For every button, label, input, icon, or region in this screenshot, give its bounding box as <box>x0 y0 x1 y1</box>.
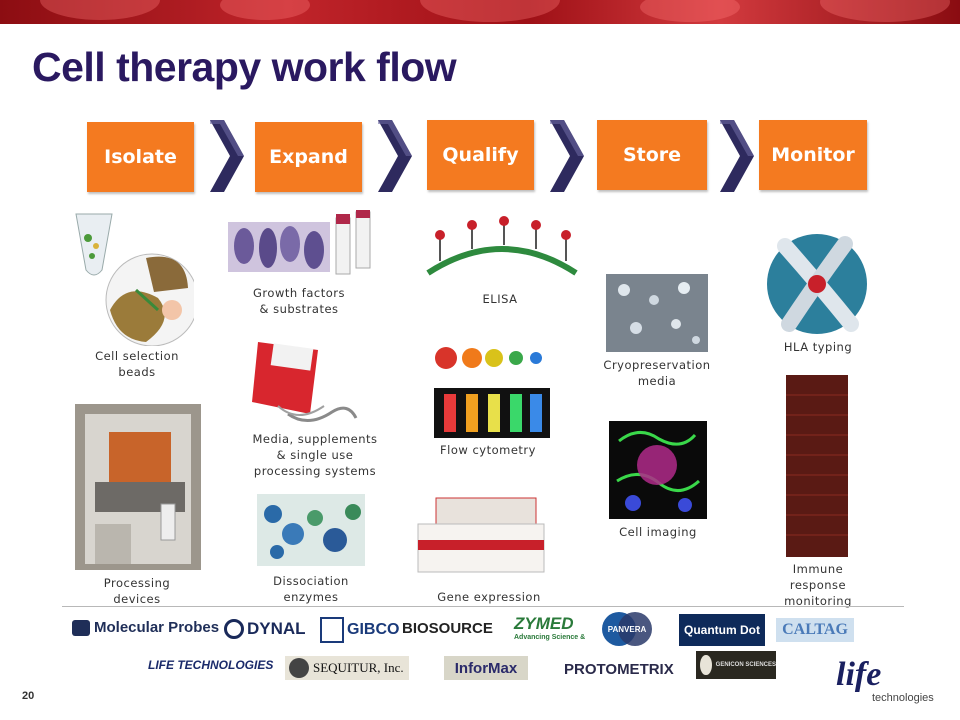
step-isolate-label: Isolate <box>104 146 177 168</box>
processing-devices-caption: Processing devices <box>103 576 171 606</box>
gene-expression-kit-image <box>408 484 552 588</box>
cell-selection-beads-caption: Cell selection beads <box>95 349 179 379</box>
genicon-logo: GENICON SCIENCES <box>696 651 776 679</box>
chevron-arrow-icon <box>210 120 244 192</box>
protometrix-logo: PROTOMETRIX <box>564 661 674 678</box>
step-expand: Expand <box>255 122 362 192</box>
step-isolate: Isolate <box>87 122 194 192</box>
genicon-mark-icon <box>700 655 712 675</box>
gibco-mark-icon <box>320 617 344 643</box>
chevron-arrow-icon <box>378 120 412 192</box>
page-number: 20 <box>22 690 35 702</box>
zymed-logo: ZYMED Advancing Science & <box>514 614 585 641</box>
flow-cytometry-image <box>434 347 550 438</box>
protometrix-logo-text: PROTOMETRIX <box>564 661 674 678</box>
sequitur-mark-icon <box>289 658 309 678</box>
gibco-logo-text: GIBCO <box>347 621 400 638</box>
step-monitor: Monitor <box>759 120 867 190</box>
life-technologies-old-logo-text: LIFE TECHNOLOGIES <box>148 658 274 672</box>
informax-logo-text: InforMax <box>454 659 518 677</box>
life-brand-wordmark: life <box>836 656 882 693</box>
gibco-logo: GIBCO <box>320 617 399 643</box>
reagent-vials-image <box>335 210 371 275</box>
hla-chromosome-image <box>767 234 867 334</box>
chevron-arrow-icon <box>720 120 754 192</box>
growth-factors-caption: Growth factors & substrates <box>253 286 345 316</box>
elisa-caption: ELISA <box>482 292 518 306</box>
media-bag-image <box>252 342 358 422</box>
immune-response-gel-image <box>786 375 848 557</box>
page-title: Cell therapy work flow <box>32 44 457 90</box>
step-store: Store <box>597 120 707 190</box>
chevron-arrow-icon <box>550 120 584 192</box>
step-store-label: Store <box>622 144 682 166</box>
quantum-dot-logo-text: Quantum Dot <box>684 623 760 637</box>
step-monitor-label: Monitor <box>771 144 855 166</box>
biosource-logo: BIOSOURCE <box>402 620 493 637</box>
dissociation-enzymes-image <box>257 494 365 566</box>
growth-factor-cells-image <box>228 222 330 272</box>
header-banner <box>0 0 960 24</box>
dynal-logo: DYNAL <box>224 619 306 639</box>
logo-separator <box>62 606 904 607</box>
panvera-mark-icon <box>602 612 652 646</box>
step-expand-label: Expand <box>269 146 348 168</box>
life-technologies-old-logo: LIFE TECHNOLOGIES <box>148 658 273 672</box>
caltag-logo: CALTAG <box>776 618 854 642</box>
cryopreservation-caption: Cryopreservation media <box>603 358 711 388</box>
zymed-logo-text: ZYMED <box>514 614 574 633</box>
cell-selection-beads-image <box>75 213 194 346</box>
life-brand-subtitle: technologies <box>872 692 934 704</box>
sequitur-logo: SEQUITUR, Inc. <box>285 656 409 680</box>
processing-devices-image <box>75 404 201 570</box>
dynal-mark-icon <box>224 619 244 639</box>
zymed-tagline: Advancing Science & <box>514 634 586 641</box>
molecular-probes-logo: Molecular Probes <box>72 619 219 636</box>
genicon-logo-text: GENICON SCIENCES <box>715 662 776 668</box>
life-technologies-brand: life technologies <box>832 656 952 710</box>
quantum-dot-logo: Quantum Dot <box>679 614 765 646</box>
step-qualify: Qualify <box>427 120 534 190</box>
dynal-logo-text: DYNAL <box>247 619 306 638</box>
cryopreservation-image <box>606 274 708 352</box>
cell-imaging-image <box>609 421 707 519</box>
immune-response-caption: Immune response monitoring <box>784 562 852 608</box>
gene-expression-caption: Gene expression <box>437 590 541 604</box>
flow-cytometry-caption: Flow cytometry <box>440 443 536 457</box>
media-supplements-caption: Media, supplements & single use processi… <box>252 432 378 478</box>
biosource-logo-text: BIOSOURCE <box>402 620 493 637</box>
hla-typing-caption: HLA typing <box>783 340 853 354</box>
cell-imaging-caption: Cell imaging <box>619 525 697 539</box>
panvera-logo-text: PANVERA <box>607 624 647 634</box>
step-qualify-label: Qualify <box>442 144 519 166</box>
dissociation-enzymes-caption: Dissociation enzymes <box>273 574 349 604</box>
caltag-logo-text: CALTAG <box>782 621 848 638</box>
panvera-logo: PANVERA <box>601 611 653 647</box>
sequitur-logo-text: SEQUITUR, Inc. <box>313 660 404 675</box>
informax-logo: InforMax <box>444 656 528 680</box>
molecular-probes-mark-icon <box>72 619 90 636</box>
elisa-receptor-diagram <box>426 216 578 276</box>
molecular-probes-logo-text: Molecular Probes <box>94 619 220 636</box>
